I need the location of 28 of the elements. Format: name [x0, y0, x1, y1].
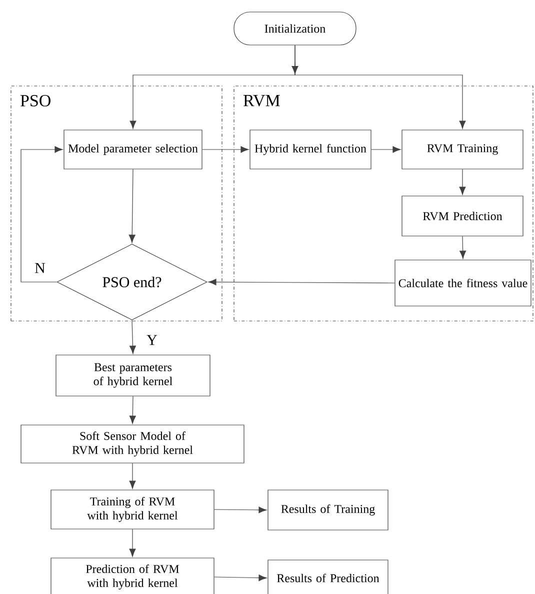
arrow — [294, 45, 466, 129]
process-box: Results of Training — [268, 490, 388, 530]
process-box: Training of RVM with hybrid kernel — [50, 490, 214, 530]
process-box: Model parameter selection — [64, 130, 202, 170]
arrow — [20, 146, 63, 282]
process-box: Calculate the fitness value — [394, 260, 532, 306]
edge-label: Y — [146, 334, 158, 346]
arrow — [129, 529, 136, 557]
arrow — [128, 169, 136, 243]
arrow — [214, 506, 267, 514]
arrow — [460, 236, 466, 259]
start-terminal: Initialization — [234, 12, 356, 46]
process-box: Prediction of RVM with hybrid kernel — [50, 558, 214, 594]
process-box: Best parameters of hybrid kernel — [56, 354, 210, 396]
process-box: RVM Prediction — [402, 196, 524, 236]
arrow — [129, 463, 136, 489]
process-box: Soft Sensor Model of RVM with hybrid kernel — [20, 424, 244, 464]
process-box: Hybrid kernel function — [250, 130, 372, 170]
arrow — [208, 278, 395, 286]
process-box: RVM Training — [402, 130, 524, 170]
arrow — [129, 396, 136, 424]
arrow — [459, 169, 466, 195]
arrow — [214, 574, 267, 582]
arrow — [371, 146, 401, 153]
edge-label: N — [34, 262, 46, 274]
arrow — [129, 320, 136, 354]
process-box: Results of Prediction — [268, 560, 388, 594]
arrow — [202, 146, 249, 153]
